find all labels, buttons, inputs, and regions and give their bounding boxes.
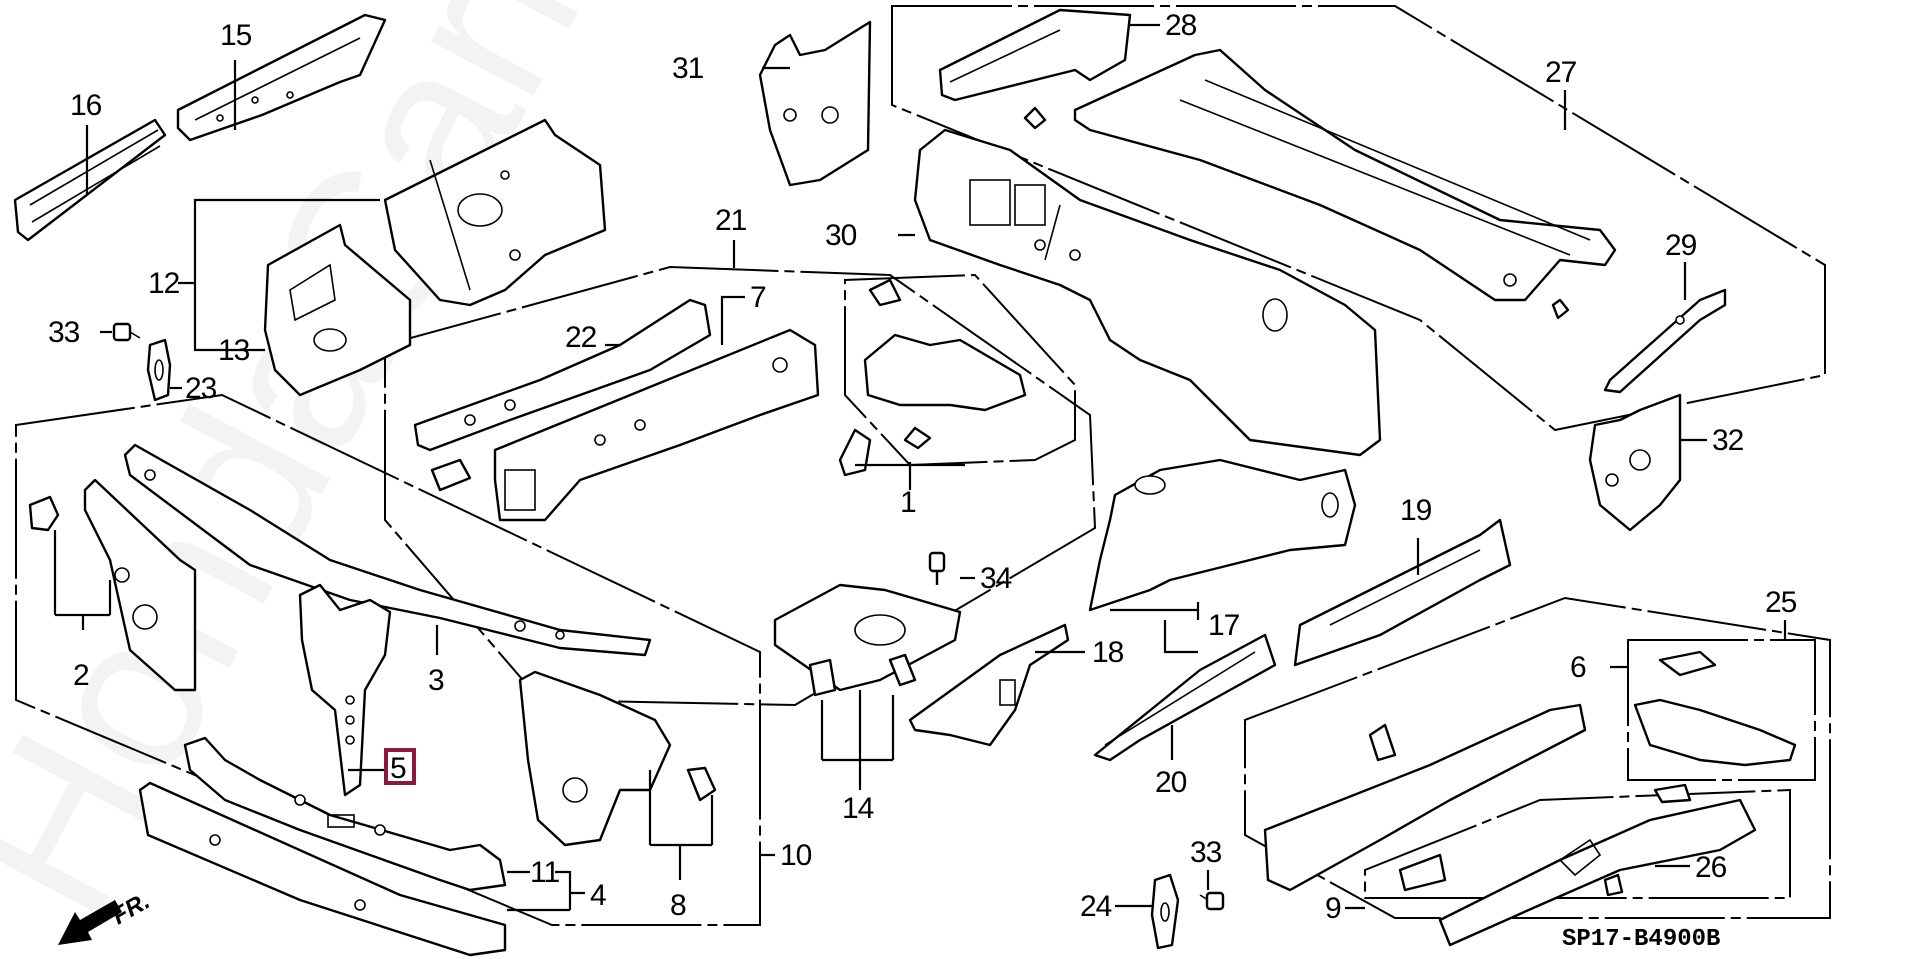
callout-19[interactable]: 19: [1400, 494, 1433, 527]
callout-22[interactable]: 22: [565, 321, 598, 354]
callout-30[interactable]: 30: [825, 219, 858, 252]
part-23-bracket[interactable]: [146, 338, 172, 402]
callout-12[interactable]: 12: [148, 267, 181, 300]
group-outline-6: [1627, 639, 1816, 781]
part-31-pillar-panel[interactable]: [758, 20, 872, 187]
callout-13[interactable]: 13: [218, 334, 251, 367]
callout-24[interactable]: 24: [1080, 890, 1113, 923]
callout-20[interactable]: 20: [1155, 766, 1188, 799]
callout-15[interactable]: 15: [220, 19, 253, 52]
callout-28[interactable]: 28: [1165, 9, 1198, 42]
callout-11[interactable]: 11: [530, 856, 560, 889]
callout-27[interactable]: 27: [1545, 56, 1578, 89]
callout-33-lower[interactable]: 33: [1190, 836, 1223, 869]
callout-1[interactable]: 1: [900, 486, 917, 519]
callout-6[interactable]: 6: [1570, 651, 1587, 684]
part-27-cowl-panel[interactable]: [1073, 48, 1617, 302]
part-7-frame-member[interactable]: [493, 328, 820, 522]
group-outline-21: [384, 265, 1097, 707]
group-outline-9: [1364, 788, 1791, 899]
part-8-radiator-side[interactable]: [518, 670, 717, 847]
callout-21[interactable]: 21: [715, 204, 748, 237]
callout-4[interactable]: 4: [590, 879, 607, 912]
diagram-code: SP17-B4900B: [1562, 926, 1720, 953]
leader-lines: [53, 23, 1787, 912]
part-13-wheelhouse-extension[interactable]: [263, 223, 412, 397]
part-2-radiator-side[interactable]: [28, 478, 197, 692]
part-33-bolt-lower[interactable]: [1199, 891, 1225, 911]
arrow-icon: [58, 900, 122, 945]
part-34-bolt[interactable]: [928, 551, 946, 585]
part-29-rail[interactable]: [1603, 288, 1727, 394]
callout-33-upper[interactable]: 33: [48, 316, 81, 349]
callout-16[interactable]: 16: [70, 89, 103, 122]
part-3-upper-crossmember[interactable]: [123, 443, 652, 657]
group-outline-1: [844, 273, 1076, 467]
callout-17[interactable]: 17: [1208, 609, 1241, 642]
callout-2[interactable]: 2: [73, 659, 90, 692]
callout-5[interactable]: 5: [390, 752, 407, 785]
part-27-clip[interactable]: [1023, 106, 1570, 320]
part-15-rail[interactable]: [176, 13, 387, 142]
callout-8[interactable]: 8: [670, 889, 687, 922]
part-1-reinforcement[interactable]: [838, 278, 1027, 477]
callout-23[interactable]: 23: [185, 372, 218, 405]
part-16-rail[interactable]: [13, 118, 167, 242]
part-21-small-bracket[interactable]: [430, 458, 472, 492]
part-18-frame-extension[interactable]: [908, 623, 1070, 747]
part-9-floor-frame[interactable]: [1263, 703, 1587, 892]
callout-26[interactable]: 26: [1695, 851, 1728, 884]
callout-29[interactable]: 29: [1665, 229, 1698, 262]
callout-32[interactable]: 32: [1712, 424, 1745, 457]
part-14-battery-tray[interactable]: [773, 583, 962, 697]
callout-7[interactable]: 7: [750, 281, 767, 314]
part-11-lower-crossmember[interactable]: [183, 736, 507, 892]
group-outline-25: [1244, 596, 1831, 919]
callout-14[interactable]: 14: [842, 792, 875, 825]
part-22-frame-rail[interactable]: [413, 298, 712, 452]
part-28-bracket[interactable]: [938, 8, 1132, 102]
callout-10[interactable]: 10: [780, 839, 813, 872]
part-32-pillar-panel[interactable]: [1588, 393, 1682, 532]
callout-31[interactable]: 31: [672, 52, 705, 85]
callout-3[interactable]: 3: [428, 664, 445, 697]
part-26-floor-frame-rear[interactable]: [1438, 798, 1757, 947]
part-19-rail[interactable]: [1293, 518, 1512, 667]
part-5-center-stay[interactable]: [298, 583, 392, 797]
part-20-frame-rail[interactable]: [1093, 633, 1277, 762]
callout-25[interactable]: 25: [1765, 586, 1798, 619]
group-outline-10: [15, 393, 761, 926]
callout-labels: 15 16 12 13 33 23 31 28 27 30 21 7 22 29…: [48, 9, 1798, 925]
highlight-box: [384, 748, 416, 785]
part-4-bulkhead-lower[interactable]: [138, 781, 507, 957]
callout-34[interactable]: 34: [980, 562, 1013, 595]
part-12-wheelhouse[interactable]: [383, 118, 607, 307]
callout-9[interactable]: 9: [1325, 892, 1342, 925]
part-33-bolt[interactable]: [112, 322, 141, 342]
part-30-dashboard-lower[interactable]: [913, 128, 1382, 457]
part-24-bracket[interactable]: [1150, 873, 1180, 950]
callout-18[interactable]: 18: [1092, 636, 1125, 669]
part-17-wheelhouse[interactable]: [1088, 458, 1357, 612]
part-6-frame-reinforcement[interactable]: [1633, 650, 1797, 804]
